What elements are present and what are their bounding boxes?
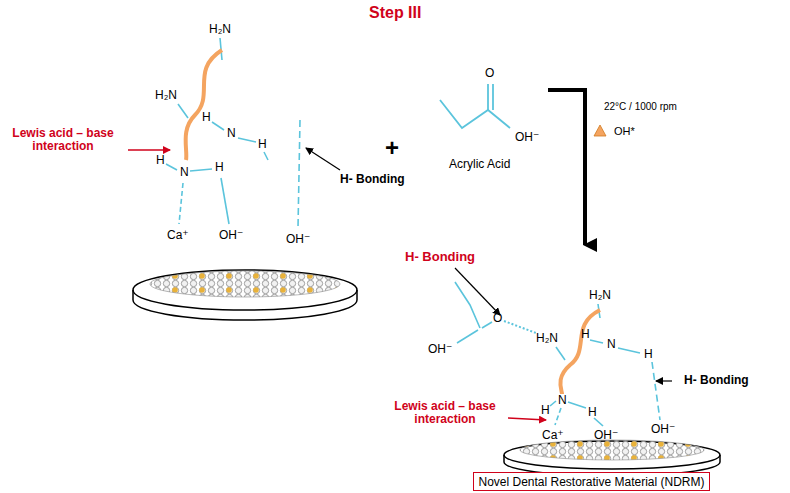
callout-label: Lewis acid – base interaction — [383, 400, 507, 426]
atom-label: H — [644, 348, 653, 361]
ion-label: OH⁻ — [651, 423, 675, 436]
condition-label: 22°C / 1000 rpm — [604, 101, 677, 112]
callout-arrow — [656, 380, 672, 381]
atom-label: O — [485, 67, 494, 80]
plus-sign: + — [385, 135, 399, 161]
atom-label: H₂N — [589, 289, 611, 302]
callout-arrow — [128, 149, 170, 151]
hydrogen-bond — [504, 321, 536, 333]
atom-label: H — [581, 328, 590, 341]
callout-label: H- Bonding — [340, 173, 405, 186]
ion-label: Ca⁺ — [542, 429, 564, 442]
atom-label: N — [227, 127, 236, 140]
ion-label: OH⁻ — [594, 429, 618, 442]
ion-label: OH⁻ — [515, 131, 539, 144]
polymer-chain — [186, 50, 222, 160]
atom-label: N — [607, 338, 616, 351]
atom-label: H — [541, 404, 550, 417]
atom-label: O — [493, 312, 502, 325]
substrate-dish — [133, 270, 357, 320]
callout-label: H- Bonding — [405, 250, 475, 264]
atom-label: H — [588, 406, 597, 419]
box-text: Novel Dental Restorative Material (NDRM) — [478, 475, 704, 489]
callout-label: Lewis acid – base interaction — [1, 127, 125, 153]
atom-label: N — [558, 394, 567, 407]
bond-lines — [166, 38, 300, 228]
ion-label: OH⁻ — [219, 229, 243, 242]
atom-label: H — [258, 138, 267, 151]
atom-label: N — [180, 166, 189, 179]
acrylic-acid-structure — [440, 84, 510, 128]
ion-label: OH⁻ — [286, 233, 310, 246]
callout-arrow — [306, 148, 340, 170]
condition-label: OH* — [614, 125, 635, 137]
ion-label: OH⁻ — [428, 343, 452, 356]
atom-label: H₂N — [536, 332, 558, 345]
callout-label: H- Bonding — [684, 374, 749, 387]
callout-arrow — [455, 268, 500, 315]
substrate-dish — [504, 440, 720, 476]
polymer-chain — [560, 310, 600, 394]
diagram-title: Step III — [369, 4, 421, 22]
atom-label: H — [215, 161, 224, 174]
ion-label: Ca⁺ — [167, 229, 189, 242]
callout-arrow — [508, 418, 546, 420]
heat-symbol — [594, 125, 606, 136]
atom-label: H₂N — [155, 89, 177, 102]
result-box: Novel Dental Restorative Material (NDRM) — [473, 472, 710, 491]
reaction-arrow — [548, 90, 585, 245]
atom-label: H — [156, 154, 165, 167]
compound-name: Acrylic Acid — [449, 158, 510, 171]
atom-label: H — [202, 111, 211, 124]
atom-label: H₂N — [209, 23, 231, 36]
